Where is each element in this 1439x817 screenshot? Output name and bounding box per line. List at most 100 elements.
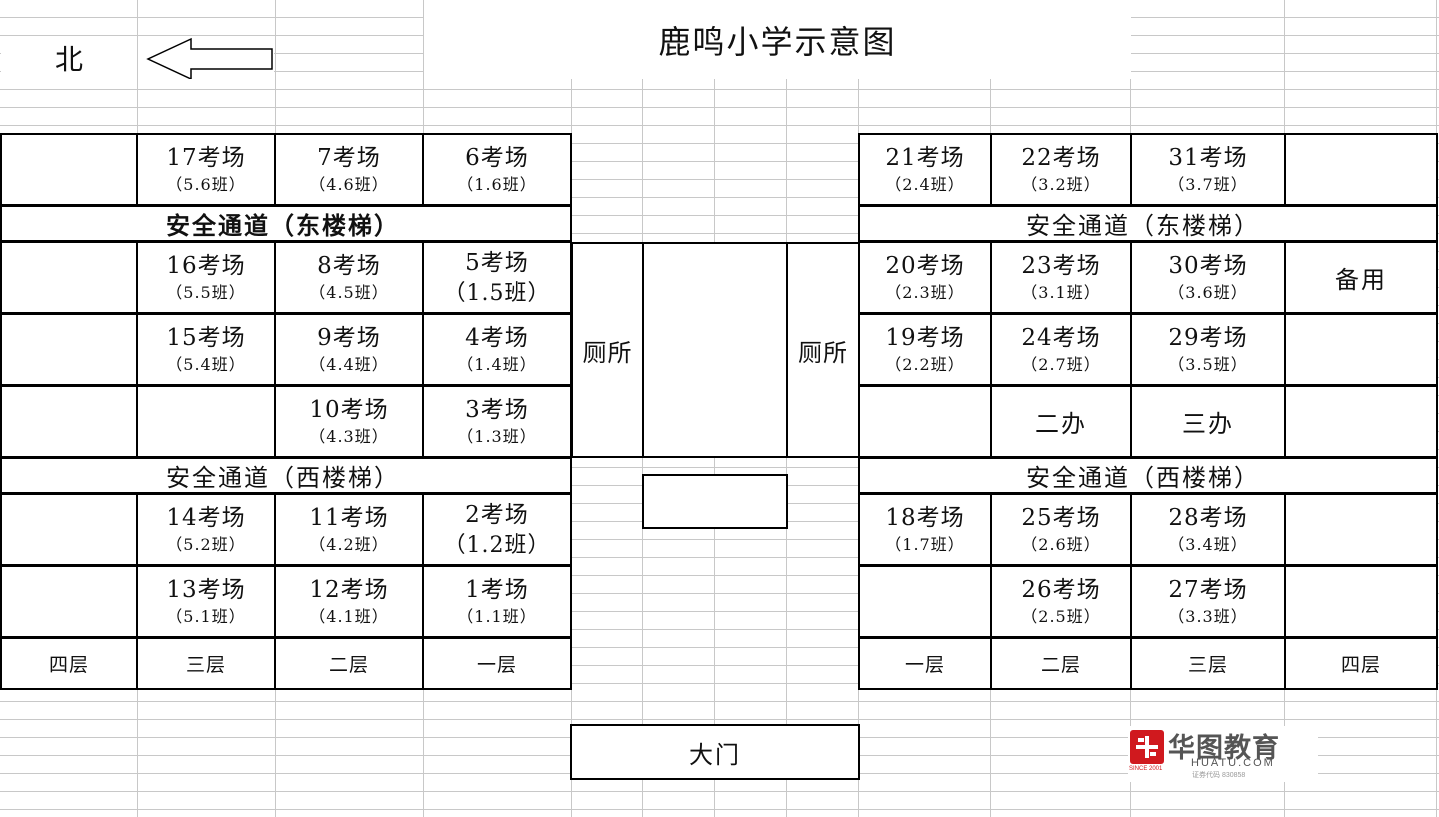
room-class: （4.5班） (309, 283, 389, 302)
room-name: 22考场 (1021, 145, 1101, 171)
room-class: （3.2班） (1021, 175, 1101, 194)
room-class: （1.2班） (443, 532, 551, 558)
right-room-r2-c3: 30考场（3.6班） (1130, 241, 1286, 314)
room-class: （5.5班） (166, 283, 246, 302)
room-name: 10考场 (309, 397, 389, 423)
room-name: 6考场 (465, 145, 529, 171)
room-class: （1.7班） (885, 535, 965, 554)
right-floor-label-2: 二层 (990, 637, 1132, 690)
right-room-r4-c2: 二办 (990, 385, 1132, 458)
left-room-r5-c2: 14考场 （5.2班） (136, 493, 276, 566)
room-name: 备用 (1335, 266, 1387, 294)
left-room-r4-c2 (136, 385, 276, 458)
north-arrow-cell (138, 37, 274, 81)
right-room-r3-c4 (1284, 313, 1438, 386)
room-class: （2.5班） (1021, 607, 1101, 626)
floor-label: 二层 (1040, 654, 1081, 676)
logo-since: SINCE 2001 (1129, 766, 1163, 772)
room-name: 二办 (1035, 410, 1087, 438)
right-room-r1-c2: 22考场 （3.2班） (990, 133, 1132, 206)
room-name: 29考场 (1168, 325, 1248, 351)
right-floor-label-1: 一层 (858, 637, 992, 690)
right-room-r6-c3: 27考场 （3.3班） (1130, 565, 1286, 638)
left-room-r3-c1 (0, 313, 138, 386)
room-name: 30考场 (1168, 253, 1248, 279)
room-class: （1.4班） (457, 355, 537, 374)
room-class: （2.2班） (885, 355, 965, 374)
room-name: 8考场 (317, 253, 381, 279)
right-room-r4-c1 (858, 385, 992, 458)
map-title: 鹿鸣小学示意图 (424, 0, 1131, 79)
room-name: 27考场 (1168, 577, 1248, 603)
room-class: （5.6班） (166, 175, 246, 194)
room-name: 14考场 (166, 505, 246, 531)
right-room-r3-c3: 29考场（3.5班） (1130, 313, 1286, 386)
left-room-r6-c4: 1考场 （1.1班） (422, 565, 572, 638)
right-room-r5-c4 (1284, 493, 1438, 566)
right-room-r3-c1: 19考场（2.2班） (858, 313, 992, 386)
right-room-r2-c2: 23考场（3.1班） (990, 241, 1132, 314)
right-room-r5-c1: 18考场（1.7班） (858, 493, 992, 566)
central-small-block (642, 474, 788, 529)
room-class: （1.5班） (443, 280, 551, 306)
floor-label: 四层 (1340, 654, 1381, 676)
right-room-r1-c4 (1284, 133, 1438, 206)
floor-label: 三层 (1187, 654, 1228, 676)
room-name: 26考场 (1021, 577, 1101, 603)
left-room-r5-c1 (0, 493, 138, 566)
right-corridor-east-stairs: 安全通道（东楼梯） (858, 205, 1438, 242)
left-room-r4-c4: 3考场（1.3班） (422, 385, 572, 458)
room-name: 11考场 (309, 505, 389, 531)
left-corridor-west-stairs: 安全通道（西楼梯） (0, 457, 572, 494)
room-class: （3.3班） (1168, 607, 1248, 626)
room-class: （2.7班） (1021, 355, 1101, 374)
room-class: （1.6班） (457, 175, 537, 194)
room-name: 1考场 (465, 577, 529, 603)
huatu-logo-mark-icon (1130, 730, 1164, 764)
right-floor-label-4: 四层 (1284, 637, 1438, 690)
left-room-r3-c4: 4考场（1.4班） (422, 313, 572, 386)
toilet-right: 厕所 (786, 242, 860, 458)
right-room-r5-c2: 25考场 （2.6班） (990, 493, 1132, 566)
floor-label: 二层 (328, 654, 369, 676)
left-floor-label-4: 一层 (422, 637, 572, 690)
room-class: （3.7班） (1168, 175, 1248, 194)
left-floor-label-1: 四层 (0, 637, 138, 690)
left-room-r2-c1 (0, 241, 138, 314)
left-room-r2-c2: 16考场（5.5班） (136, 241, 276, 314)
left-room-r5-c3: 11考场 （4.2班） (274, 493, 424, 566)
left-room-r3-c3: 9考场（4.4班） (274, 313, 424, 386)
right-room-r4-c3: 三办 (1130, 385, 1286, 458)
right-room-r6-c1 (858, 565, 992, 638)
left-room-r3-c2: 15考场（5.4班） (136, 313, 276, 386)
floor-label: 三层 (185, 654, 226, 676)
room-class: （4.6班） (309, 175, 389, 194)
right-floor-label-3: 三层 (1130, 637, 1286, 690)
left-room-r2-c4: 5考场 （1.5班） (422, 241, 572, 314)
floor-label: 一层 (904, 654, 945, 676)
left-room-r6-c3: 12考场（4.1班） (274, 565, 424, 638)
room-class: （4.3班） (309, 427, 389, 446)
left-room-r1-c3: 7考场 （4.6班） (274, 133, 424, 206)
room-name: 25考场 (1021, 505, 1101, 531)
left-room-r1-c4: 6考场 （1.6班） (422, 133, 572, 206)
left-room-r4-c1 (0, 385, 138, 458)
floor-label: 一层 (476, 654, 517, 676)
room-class: （5.1班） (166, 607, 246, 626)
room-name: 20考场 (885, 253, 965, 279)
room-class: （1.1班） (457, 607, 537, 626)
toilet-left: 厕所 (571, 242, 644, 458)
left-room-r6-c2: 13考场（5.1班） (136, 565, 276, 638)
floor-label: 四层 (48, 654, 89, 676)
room-class: （2.6班） (1021, 535, 1101, 554)
room-name: 15考场 (166, 325, 246, 351)
room-name: 17考场 (166, 145, 246, 171)
right-room-r4-c4 (1284, 385, 1438, 458)
room-class: （4.2班） (309, 535, 389, 554)
right-room-r2-c1: 20考场（2.3班） (858, 241, 992, 314)
room-name: 7考场 (317, 145, 381, 171)
north-label: 北 (1, 37, 137, 79)
room-name: 5考场 (465, 249, 529, 276)
main-gate: 大门 (570, 724, 860, 780)
room-class: （5.2班） (166, 535, 246, 554)
